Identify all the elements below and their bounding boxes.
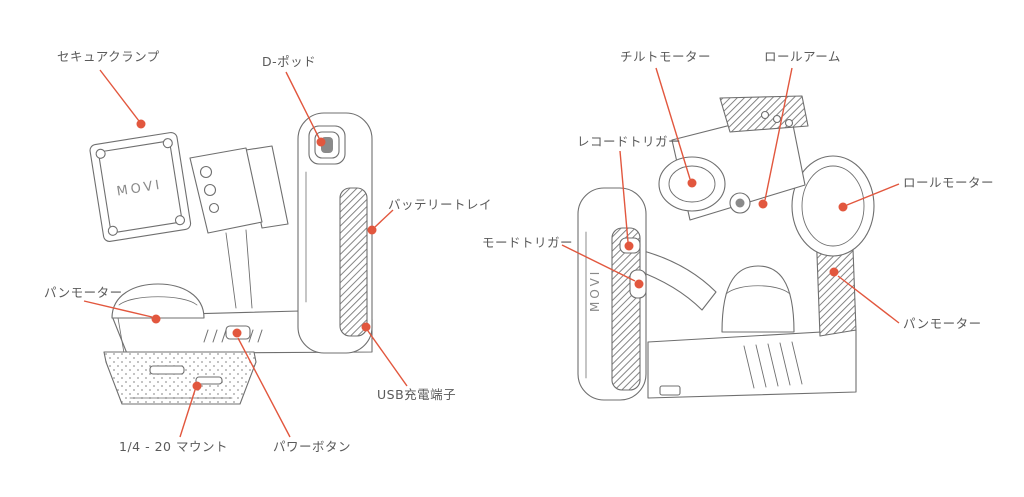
label-mode-trigger: モードトリガー [482, 235, 574, 250]
callout-record-trigger [619, 150, 634, 251]
label-pan-motor-left: パンモーター [44, 285, 123, 300]
label-roll-motor: ロールモーター [903, 175, 995, 190]
callout-pan-motor-right [829, 267, 900, 324]
callout-secure-clamp [99, 69, 146, 129]
right-pan-dome [721, 265, 795, 333]
dot-d-pod [316, 137, 326, 147]
label-battery-tray: バッテリートレイ [388, 197, 493, 212]
callout-battery-tray [367, 209, 394, 235]
right-base-bar [647, 329, 857, 399]
label-pan-motor-right: パンモーター [903, 316, 982, 331]
dot-record-trigger [624, 241, 634, 251]
right-connector-arm [635, 249, 717, 311]
label-usb-port: USB充電端子 [377, 387, 457, 402]
brand-text-right: MOVI [588, 269, 602, 312]
gimbal-left-illustration: MOVI [89, 112, 373, 405]
callout-mode-trigger [561, 244, 644, 289]
dot-secure-clamp [136, 119, 146, 129]
dot-usb-port [361, 322, 371, 332]
callout-roll-arm [758, 67, 793, 209]
dot-mode-trigger [634, 279, 644, 289]
dot-roll-motor [838, 202, 848, 212]
callout-power-button [232, 328, 291, 438]
callout-quarter-mount [179, 381, 202, 438]
dot-quarter-mount [192, 381, 202, 391]
label-power-button: パワーボタン [273, 439, 352, 454]
left-camera-cage: MOVI [89, 132, 192, 242]
label-quarter-mount: 1/4 - 20 マウント [119, 439, 228, 454]
left-foot-plate [103, 351, 257, 405]
callout-pan-motor-left [83, 300, 161, 324]
left-battery-tray-shape [339, 187, 368, 337]
dot-battery-tray [367, 225, 377, 235]
label-tilt-motor: チルトモーター [620, 49, 712, 64]
gimbal-right-illustration: MOVI [577, 95, 875, 401]
label-d-pod: D-ポッド [262, 54, 317, 69]
left-pan-motor [111, 283, 205, 319]
dot-pan-motor-right [829, 267, 839, 277]
dot-roll-arm [758, 199, 768, 209]
brand-text-left: MOVI [116, 178, 164, 200]
dot-tilt-motor [687, 178, 697, 188]
left-base-vents [203, 329, 263, 343]
label-record-trigger: レコードトリガー [577, 134, 682, 149]
callout-roll-motor [838, 183, 900, 212]
callout-lines [83, 67, 900, 438]
callout-d-pod [285, 71, 326, 147]
right-handle-grip [611, 227, 641, 391]
label-secure-clamp: セキュアクランプ [57, 49, 160, 64]
dot-pan-motor-left [151, 314, 161, 324]
label-roll-arm: ロールアーム [764, 49, 841, 64]
callout-usb-port [361, 322, 408, 387]
dot-power-button [232, 328, 242, 338]
right-roll-motor-shape [791, 155, 875, 257]
callout-tilt-motor [655, 67, 697, 188]
